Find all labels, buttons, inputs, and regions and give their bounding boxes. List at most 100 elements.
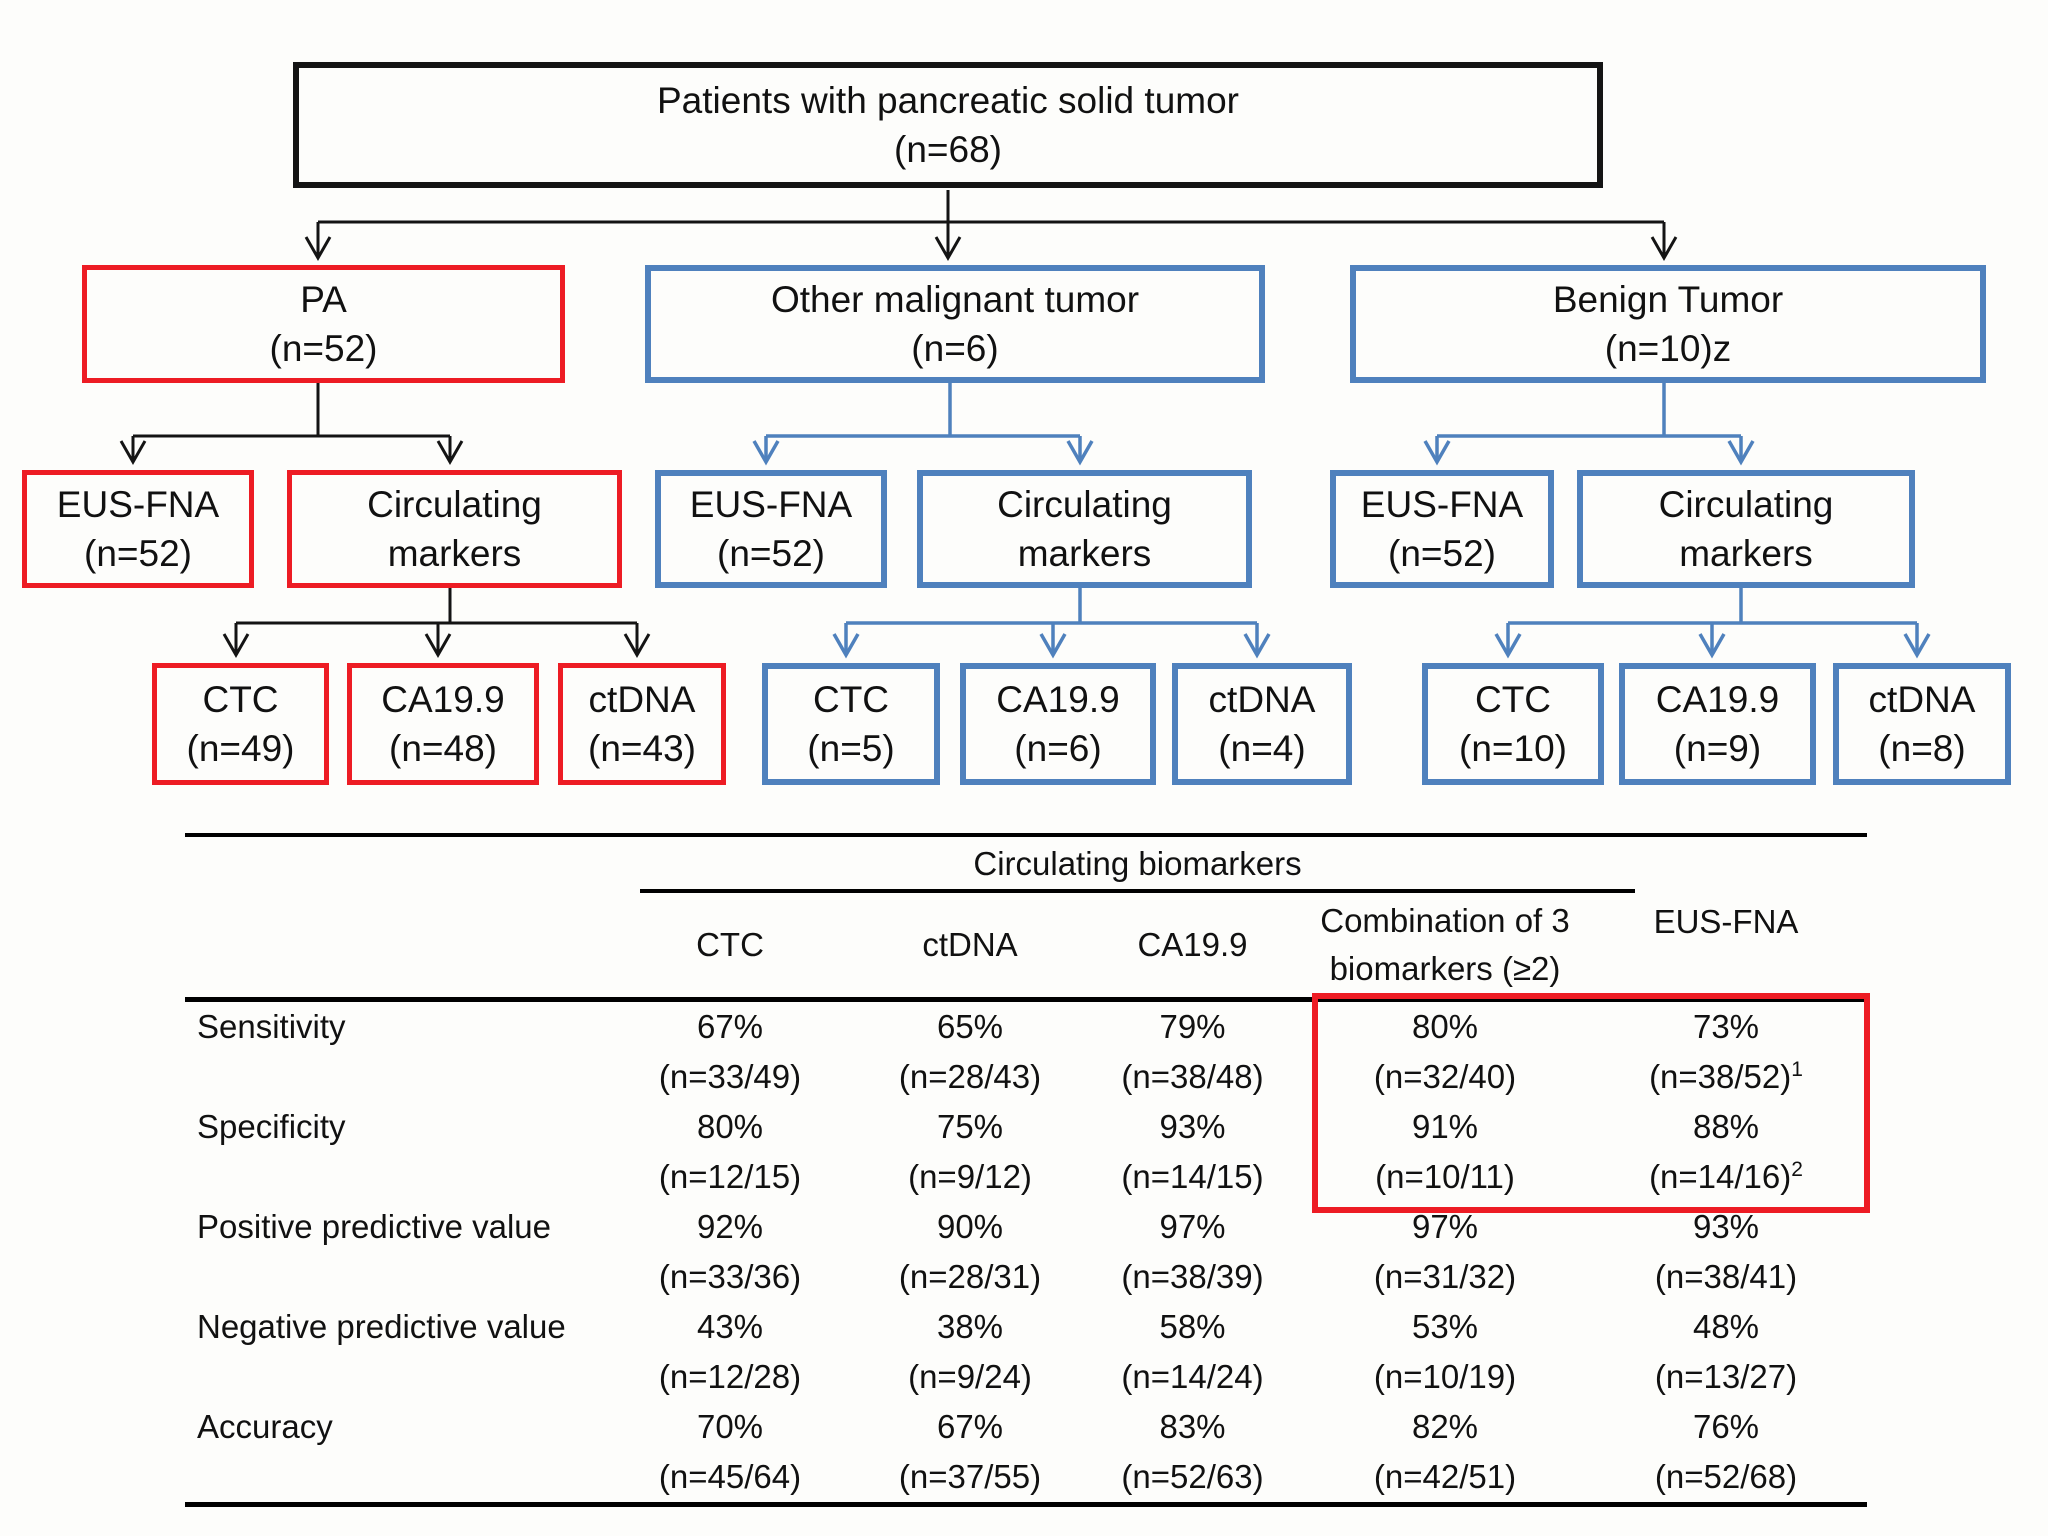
table-cell-superscript: 1: [1791, 1058, 1803, 1081]
box-line1: CA19.9: [1655, 679, 1780, 720]
box-line2: (n=52): [269, 328, 378, 369]
table-cell-pct: 53%: [1411, 1308, 1479, 1345]
table-group-header: Circulating biomarkers: [973, 845, 1302, 882]
table-cell-n: (n=52/68): [1654, 1458, 1798, 1495]
flowchart-box-ctc-omt: CTC (n=5): [762, 663, 940, 785]
box-line2: (n=52): [84, 533, 192, 574]
table-cell-pct: 93%: [1692, 1208, 1760, 1245]
connector-group-blue: [752, 383, 1931, 659]
box-line2: (n=52): [717, 533, 825, 574]
box-line2: markers: [1679, 533, 1813, 574]
box-line2: (n=6): [1014, 728, 1102, 769]
table-cell-n: (n=28/31): [898, 1258, 1042, 1295]
box-line1: Benign Tumor: [1552, 279, 1784, 320]
table-row-label-spacer: [185, 1452, 600, 1502]
flowchart-box-circulating-markers-omt: Circulating markers: [917, 470, 1252, 588]
table-row-label: Positive predictive value: [197, 1208, 552, 1245]
table-cell-pct: 83%: [1159, 1408, 1226, 1445]
box-line2: (n=6): [911, 328, 999, 369]
table-cell-n: (n=12/28): [658, 1358, 802, 1395]
table-cell-n: (n=28/43): [898, 1058, 1042, 1095]
flowchart-box-circulating-markers-pa: Circulating markers: [287, 470, 622, 588]
table-cell-pct: 76%: [1692, 1408, 1760, 1445]
table-cell-n: (n=32/40): [1373, 1058, 1517, 1095]
table-cell-pct: 79%: [1159, 1008, 1226, 1045]
box-line1: CA19.9: [381, 679, 505, 720]
flowchart-box-ca199-omt: CA19.9 (n=6): [960, 663, 1156, 785]
table-cell-n: (n=38/48): [1121, 1058, 1264, 1095]
table-row-label: Specificity: [197, 1108, 346, 1145]
flowchart-box-eus-fna-omt: EUS-FNA (n=52): [655, 470, 887, 588]
box-line2: (n=8): [1878, 728, 1966, 769]
results-table: Circulating biomarkers CTC ctDNA CA19.9 …: [185, 833, 1870, 1507]
highlight-box: [1312, 993, 1870, 1213]
table-cell-n: (n=33/49): [658, 1058, 802, 1095]
flowchart-box-other-malignant: Other malignant tumor (n=6): [645, 265, 1265, 383]
box-line1: EUS-FNA: [1360, 484, 1524, 525]
table-header-spacer: [185, 893, 600, 997]
box-line2: (n=52): [1388, 533, 1496, 574]
box-line1: CA19.9: [996, 679, 1120, 720]
connector-group-black: [119, 190, 1678, 659]
flowchart-box-ca199-pa: CA19.9 (n=48): [347, 663, 539, 785]
table-col-header-ctc: CTC: [696, 926, 764, 963]
box-line2: (n=68): [894, 129, 1002, 170]
table-cell-n: (n=13/27): [1654, 1358, 1798, 1395]
table-cell-n-text: (n=38/52): [1649, 1058, 1792, 1095]
table-cell-n: (n=14/15): [1121, 1158, 1264, 1195]
table-cell-pct: 48%: [1692, 1308, 1760, 1345]
box-line1: CTC: [1474, 679, 1552, 720]
table-cell-n: (n=38/39): [1121, 1258, 1264, 1295]
box-line1: EUS-FNA: [56, 484, 220, 525]
flowchart-box-ctdna-benign: ctDNA (n=8): [1833, 663, 2011, 785]
box-line1: ctDNA: [588, 679, 696, 720]
table-cell-pct: 80%: [696, 1108, 764, 1145]
box-line2: (n=10): [1459, 728, 1567, 769]
table-header-rule: [185, 997, 1867, 1002]
flowchart-box-eus-fna-benign: EUS-FNA (n=52): [1330, 470, 1554, 588]
table-cell-pct: 75%: [936, 1108, 1004, 1145]
flowchart-box-eus-fna-pa: EUS-FNA (n=52): [22, 470, 254, 588]
table-cell-n: (n=37/55): [898, 1458, 1042, 1495]
table-cell-pct: 97%: [1159, 1208, 1226, 1245]
box-line2: (n=9): [1673, 728, 1762, 769]
table-cell-superscript: 2: [1791, 1158, 1803, 1181]
table-row-label-spacer: [185, 1252, 600, 1302]
box-line2: markers: [1017, 533, 1152, 574]
box-line2: (n=10)z: [1604, 328, 1732, 369]
flowchart-box-ca199-benign: CA19.9 (n=9): [1619, 663, 1816, 785]
table-cell-n: (n=42/51): [1373, 1458, 1517, 1495]
table-cell-pct: 43%: [696, 1308, 764, 1345]
combination-header-line2: biomarkers (≥2): [1329, 950, 1561, 987]
box-line1: CTC: [202, 679, 279, 720]
table-cell-pct: 65%: [936, 1008, 1004, 1045]
box-line1: Patients with pancreatic solid tumor: [657, 80, 1239, 121]
table-col-header-combination: Combination of 3 biomarkers (≥2): [1305, 893, 1585, 997]
table-cell-n: (n=14/16)2: [1585, 1152, 1867, 1202]
table-cell-n: (n=12/15): [658, 1158, 802, 1195]
table-group-rule: [640, 889, 1635, 893]
box-line2: (n=5): [807, 728, 895, 769]
box-line2: (n=43): [588, 728, 696, 769]
box-line1: Other malignant tumor: [770, 279, 1140, 320]
table-cell-pct: 88%: [1692, 1108, 1760, 1145]
table-col-header-ctdna: ctDNA: [922, 926, 1018, 963]
table-row-label: Accuracy: [197, 1408, 333, 1445]
flowchart-box-ctdna-omt: ctDNA (n=4): [1172, 663, 1352, 785]
table-bottom-rule: [185, 1502, 1867, 1507]
table-col-header-ca199: CA19.9: [1137, 926, 1248, 963]
flowchart-box-benign: Benign Tumor (n=10)z: [1350, 265, 1986, 383]
table-cell-n: (n=10/19): [1373, 1358, 1517, 1395]
box-line1: ctDNA: [1868, 679, 1976, 720]
table-cell-pct: 90%: [936, 1208, 1004, 1245]
table-cell-pct: 58%: [1159, 1308, 1226, 1345]
table-cell-n: (n=10/11): [1375, 1158, 1515, 1195]
table-row-label-spacer: [185, 1152, 600, 1202]
flowchart-box-pa: PA (n=52): [82, 265, 565, 383]
table-cell-pct: 67%: [696, 1008, 764, 1045]
table-cell-n: (n=31/32): [1373, 1258, 1517, 1295]
table-cell-pct: 38%: [936, 1308, 1004, 1345]
table-cell-pct: 97%: [1411, 1208, 1479, 1245]
table-cell-n: (n=33/36): [658, 1258, 802, 1295]
table-row-label: Negative predictive value: [197, 1308, 566, 1345]
